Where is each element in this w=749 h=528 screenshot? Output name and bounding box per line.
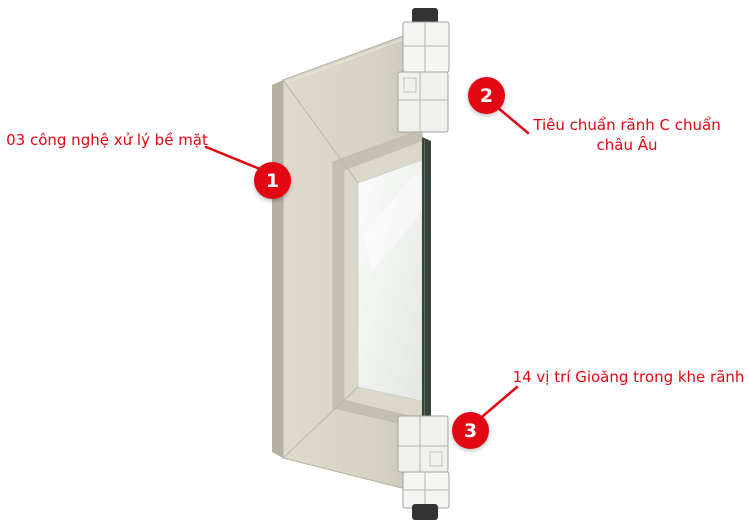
frame-inner-reveal (333, 130, 422, 428)
miter-joint-bottom (282, 386, 359, 459)
leader-line-3 (481, 385, 519, 418)
frame-top-highlight (284, 32, 421, 84)
callout-label-2: Tiêu chuẩn rãnh C chuẩn châu Âu (533, 116, 721, 154)
bottom-end-cap (412, 504, 438, 520)
top-frame-profile (397, 71, 449, 133)
top-end-cap (412, 8, 438, 24)
glass-edge-strip (422, 137, 431, 422)
glass-reflection (364, 176, 422, 272)
callout-number-3: 3 (463, 419, 478, 442)
callout-number-1: 1 (265, 169, 280, 192)
callout-badge-1: 1 (254, 162, 291, 199)
top-sash-profile (402, 21, 450, 73)
miter-joint-top (282, 79, 359, 184)
bottom-frame-profile (397, 415, 449, 473)
callout-label-1: 03 công nghệ xử lý bề mặt (6, 131, 208, 149)
callout-label-3: 14 vị trí Gioăng trong khe rãnh (512, 368, 745, 386)
leader-line-2 (495, 105, 530, 135)
callout-number-2: 2 (479, 84, 494, 107)
callout-badge-2: 2 (468, 77, 505, 114)
frame-left-side-face (272, 80, 283, 458)
top-profile-cross-section (397, 8, 450, 133)
leader-line-1 (204, 145, 262, 171)
callout-badge-3: 3 (452, 412, 489, 449)
bottom-profile-cross-section (397, 415, 450, 520)
